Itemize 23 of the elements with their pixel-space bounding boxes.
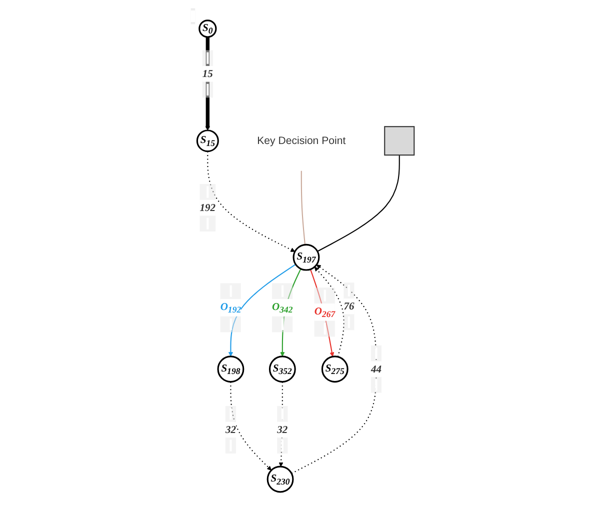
edge-label: 32 (225, 424, 236, 436)
edge-label: O$_{342}$ (272, 301, 293, 315)
node-box (384, 126, 415, 156)
edge-label: 76 (344, 300, 354, 312)
connector (300, 170, 306, 245)
edge-label: O$_{267}$ (314, 306, 336, 320)
node-circle: S$_{230}$ (266, 466, 294, 493)
arrow (205, 37, 210, 131)
node-circle: S$_{15}$ (196, 130, 219, 152)
node-circle: S$_{198}$ (217, 356, 244, 383)
edge-label: 192 (200, 202, 216, 214)
node-circle: S$_{0}$ (198, 20, 217, 38)
edge-label: 32 (277, 424, 288, 436)
node-circle: S$_{352}$ (268, 356, 296, 383)
node-text: Key Decision Point (257, 135, 346, 147)
edge-label: 44 (370, 363, 382, 375)
connector (317, 155, 400, 252)
edge-label: 15 (202, 68, 213, 80)
edge-label: O$_{192}$ (220, 301, 242, 315)
node-circle: S$_{197}$ (292, 244, 320, 271)
arrow (228, 264, 296, 357)
arrow (207, 151, 296, 252)
node-circle: S$_{275}$ (321, 356, 348, 383)
